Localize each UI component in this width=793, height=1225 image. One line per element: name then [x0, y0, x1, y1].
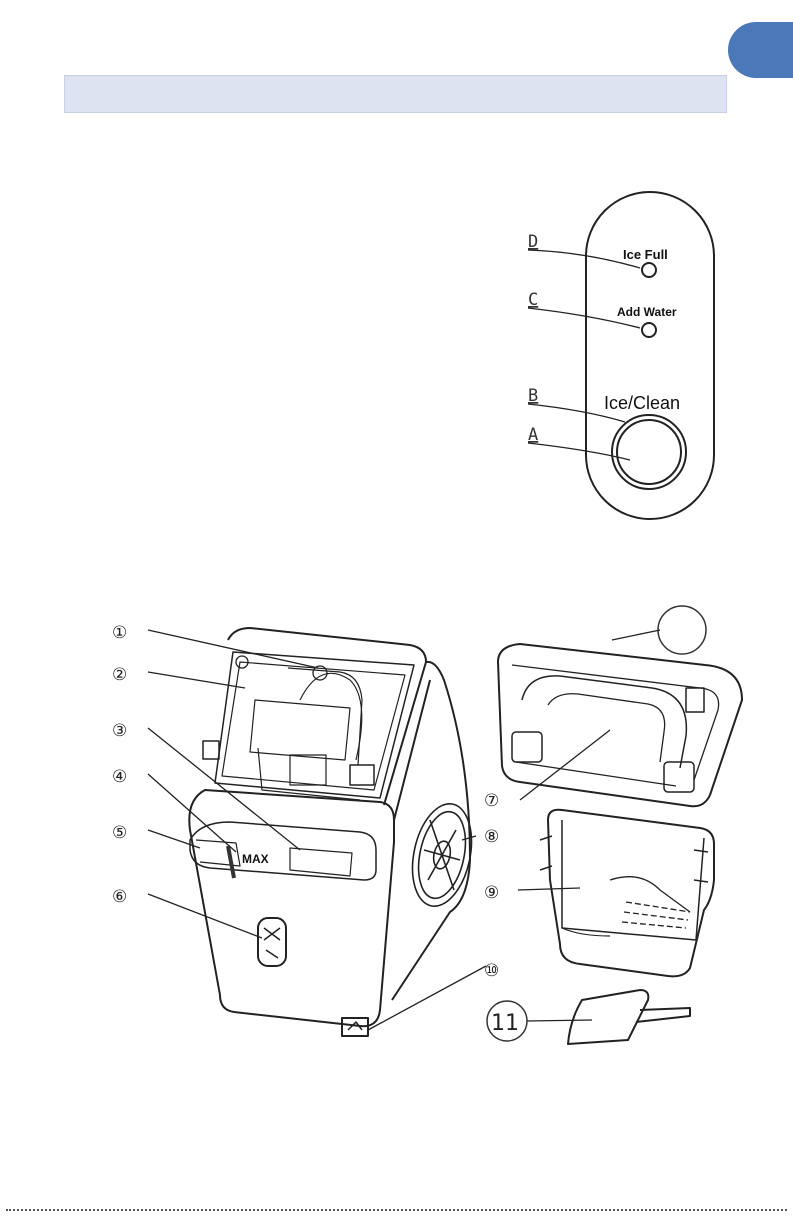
ice-clean-button[interactable] [617, 420, 681, 484]
ice-maker-lid [498, 644, 742, 806]
callout-6: ⑥ [112, 887, 127, 907]
callout-11: 11 [491, 1011, 519, 1036]
callout-10: ⑩ [484, 961, 499, 981]
callout-2: ② [112, 665, 127, 685]
ice-maker-body [189, 628, 470, 1036]
callout-letter-b: B [528, 386, 538, 406]
callout-8: ⑧ [484, 827, 499, 847]
callout-5: ⑤ [112, 823, 127, 843]
control-panel [586, 192, 714, 519]
callout-letter-c: C [528, 290, 538, 310]
max-fill-label: MAX [242, 852, 269, 866]
ice-basket [540, 810, 714, 977]
ice-scoop [568, 990, 690, 1044]
callout-letter-a: A [528, 425, 538, 445]
callout-letter-d: D [528, 232, 538, 252]
callout-9: ⑨ [484, 883, 499, 903]
ice-full-label: Ice Full [623, 247, 668, 262]
callout-4: ④ [112, 767, 127, 787]
callout-7: ⑦ [484, 791, 499, 811]
control-panel-outline [586, 192, 714, 519]
lid-callout-blank-circle [658, 606, 706, 654]
part-leader-lines [148, 630, 660, 1030]
callout-3: ③ [112, 721, 127, 741]
ice-clean-label: Ice/Clean [604, 393, 680, 413]
front-control-strip [258, 918, 286, 966]
add-water-indicator-icon [642, 323, 656, 337]
callout-1: ① [112, 623, 127, 643]
ice-full-indicator-icon [642, 263, 656, 277]
panel-leader-lines [528, 250, 640, 460]
page-bottom-rule [6, 1209, 787, 1211]
ice-clean-button-outer-ring[interactable] [612, 415, 686, 489]
add-water-label: Add Water [617, 305, 677, 319]
